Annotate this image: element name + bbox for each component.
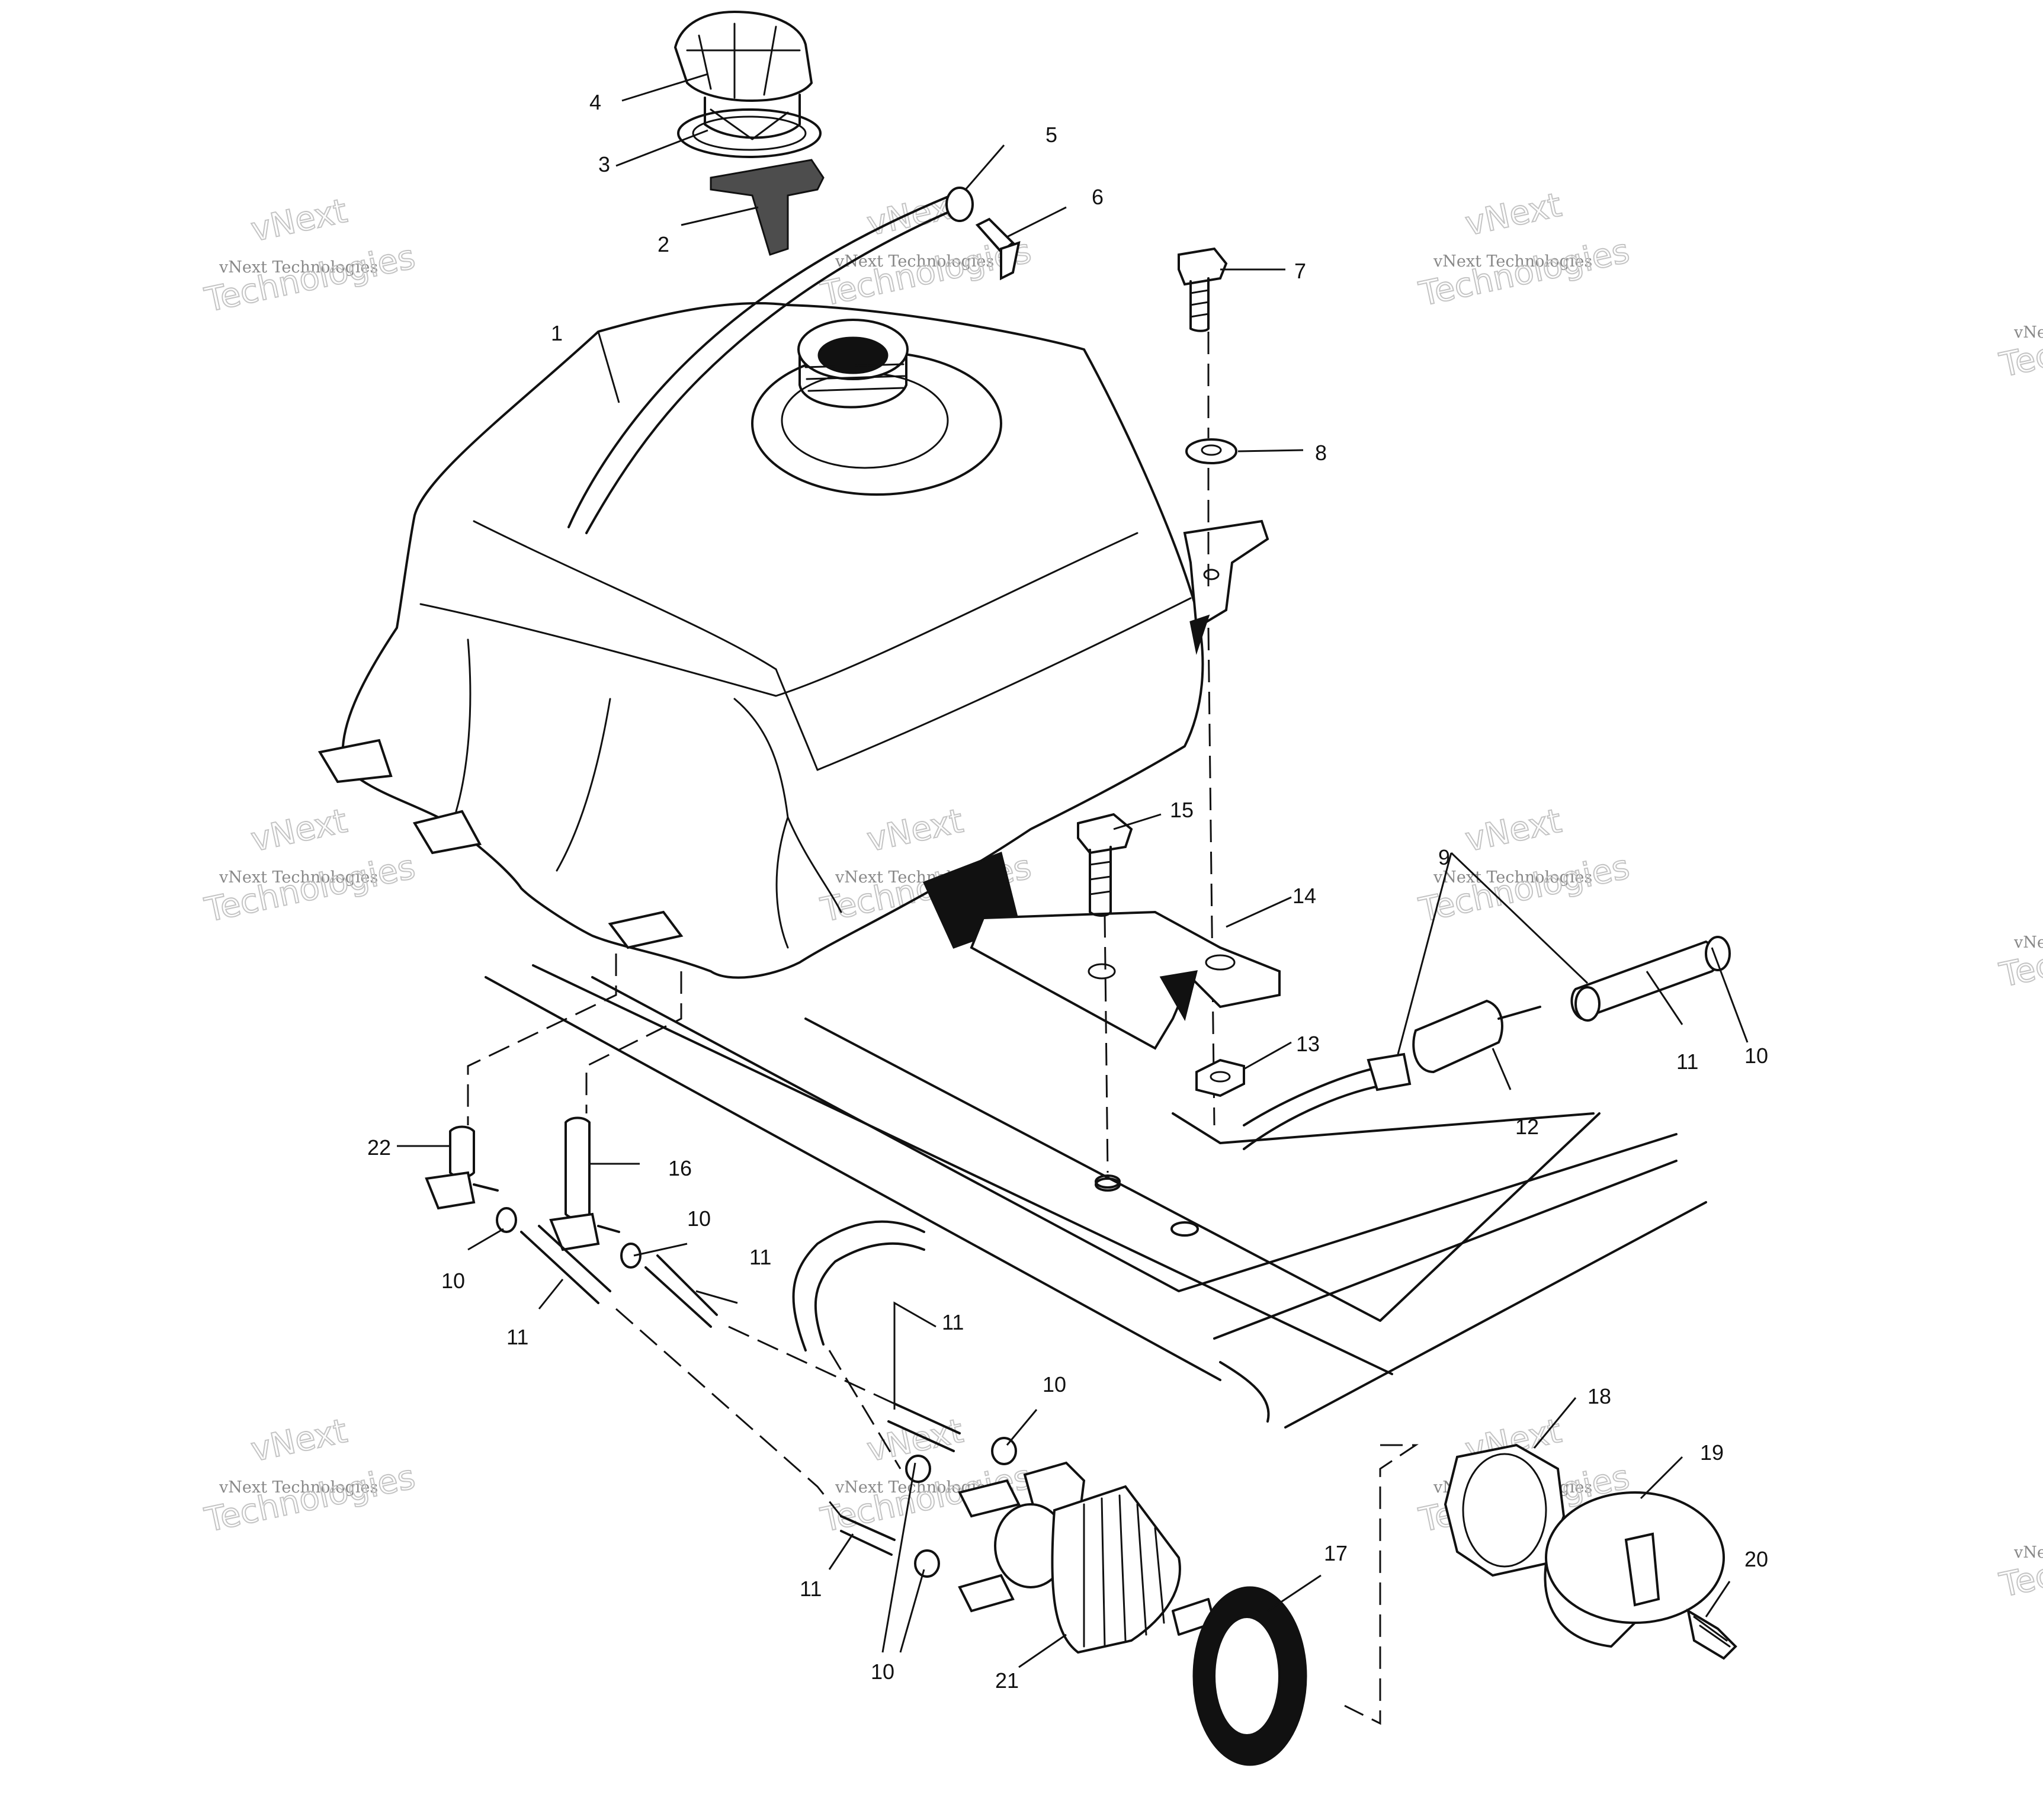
fitting-22: [425, 1125, 499, 1210]
callout-8: 8: [1315, 441, 1327, 465]
fuel-filter-screen: [710, 159, 825, 256]
fitting-16: [549, 1116, 620, 1251]
watermark-big: Technologies: [1996, 913, 2043, 995]
callout-19: 19: [1700, 1440, 1724, 1465]
callout-16: 16: [668, 1156, 692, 1180]
fuel-hoses: [520, 1220, 961, 1556]
watermark-big: Technologies: [1996, 1523, 2043, 1605]
watermark-line: vNext Technologies: [1433, 252, 1592, 271]
watermark-big: Technologies: [201, 237, 418, 320]
callout-7: 7: [1294, 259, 1306, 283]
watermark-top: vNext: [864, 802, 967, 860]
inline-fuel-filter: [1243, 936, 1731, 1150]
cap-gasket: [677, 108, 822, 158]
callout-17: 17: [1324, 1541, 1348, 1565]
callout-21: 21: [995, 1668, 1019, 1693]
watermark-line: vNext Technologies: [2013, 1543, 2043, 1562]
callout-3: 3: [598, 152, 610, 176]
watermark-line: vNext Technologies: [219, 258, 378, 277]
watermark-big: Technologies: [201, 1458, 418, 1540]
callout-18: 18: [1587, 1384, 1611, 1408]
callout-15: 15: [1170, 798, 1194, 822]
callout-2: 2: [658, 232, 669, 256]
callout-1: 1: [551, 321, 563, 345]
bolt-bracket: [1077, 813, 1133, 917]
callout-10e: 10: [871, 1659, 894, 1684]
petcock-screw: [1686, 1608, 1737, 1660]
watermark-line: vNext Technologies: [2013, 933, 2043, 952]
bracket-bolt-centerline: [1104, 914, 1109, 1173]
watermark-top: vNext: [1462, 186, 1565, 244]
callout-14: 14: [1292, 884, 1316, 908]
vent-fitting: [975, 217, 1021, 281]
watermark-big: Technologies: [201, 848, 418, 930]
watermark-top: vNext: [248, 802, 351, 860]
washer-top: [1185, 438, 1237, 464]
assembly-dashes: [467, 954, 1419, 1725]
watermark-top: vNext: [248, 192, 351, 250]
fuel-tank: [317, 302, 1269, 979]
leader-lines: [397, 73, 1749, 1668]
callout-9: 9: [1438, 845, 1450, 869]
callout-13: 13: [1296, 1032, 1320, 1056]
watermark-line: vNext Technologies: [219, 1478, 378, 1497]
callout-22: 22: [367, 1135, 391, 1160]
petcock-cap: [1544, 1491, 1725, 1648]
watermark-top: vNext: [1462, 802, 1565, 860]
callout-11b: 11: [506, 1325, 528, 1349]
watermark-big: Technologies: [1416, 232, 1633, 314]
bracket-mount: [970, 910, 1281, 1050]
watermark-line: vNext Technologies: [219, 868, 378, 887]
callout-11c: 11: [749, 1245, 771, 1269]
callout-4: 4: [589, 90, 601, 114]
frame-hole: [1095, 1174, 1121, 1189]
callout-12: 12: [1515, 1115, 1539, 1139]
nut: [1195, 1058, 1245, 1097]
bolt-centerline: [1207, 332, 1215, 1126]
fuel-petcock: [958, 1461, 1215, 1654]
callout-6: 6: [1092, 185, 1104, 209]
callout-20: 20: [1744, 1547, 1768, 1571]
callout-5: 5: [1045, 123, 1057, 147]
bolt-top: [1178, 247, 1228, 332]
petcock-gasket: [1192, 1586, 1307, 1766]
watermark-line: vNext Technologies: [1433, 868, 1592, 887]
callout-11e: 11: [800, 1577, 822, 1601]
callout-10d: 10: [1043, 1372, 1066, 1397]
callout-10c: 10: [687, 1206, 711, 1231]
callout-11a: 11: [1676, 1049, 1698, 1074]
callout-11d: 11: [942, 1310, 964, 1334]
watermark-line: vNext Technologies: [2013, 323, 2043, 342]
frame-rails: [485, 964, 1707, 1429]
vent-hose: [567, 187, 974, 534]
watermark-big: Technologies: [1996, 303, 2043, 385]
callout-labels: 1 2 3 4 5 6 7 8 9 10 11 12 13 14 15 16 1…: [367, 90, 1768, 1693]
callout-10b: 10: [441, 1269, 465, 1293]
callout-10a: 10: [1744, 1044, 1768, 1068]
watermark-top: vNext: [248, 1412, 351, 1470]
